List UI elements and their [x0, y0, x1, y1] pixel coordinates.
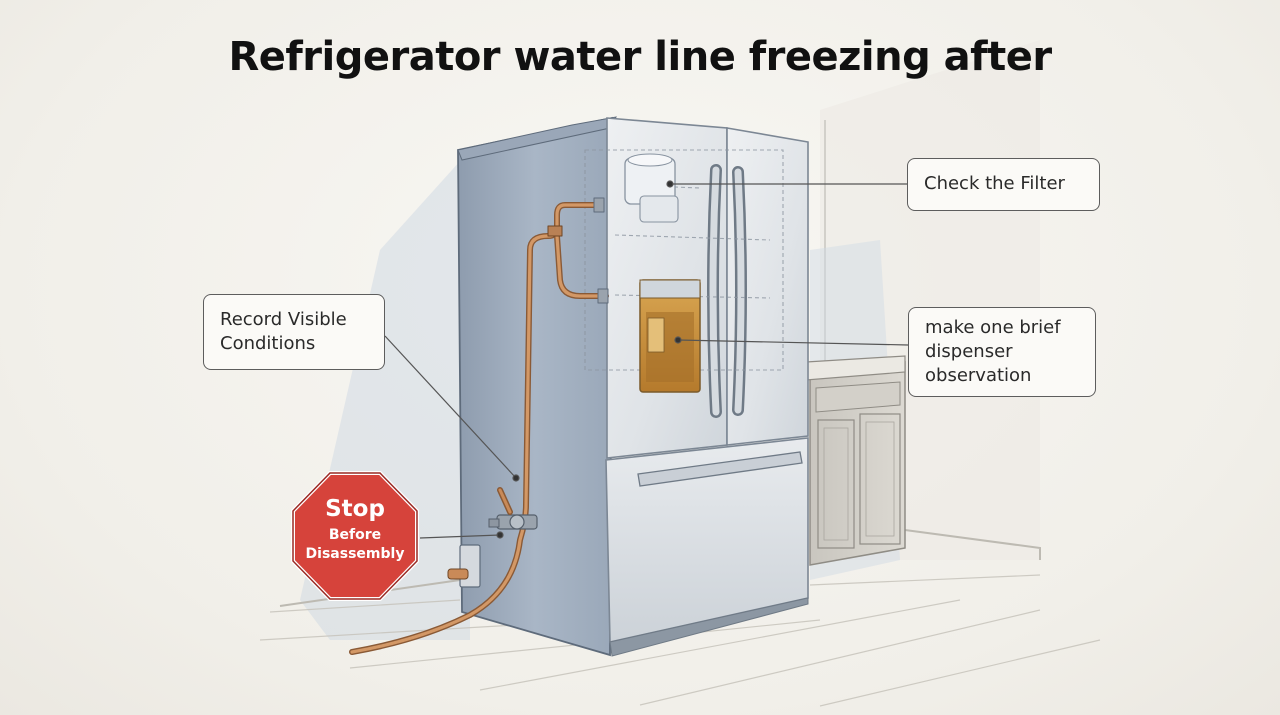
- wall-outlet-box: [447, 544, 481, 588]
- stop-sign: [291, 471, 419, 601]
- filter-housing: [624, 153, 679, 223]
- fridge-side-panel: [457, 116, 617, 657]
- callout-text-line: Record Visible: [220, 309, 347, 330]
- stop-sign-subtitle: Before: [328, 527, 382, 543]
- stop-sign-title: Stop: [325, 496, 385, 522]
- shutoff-valve: [488, 487, 538, 530]
- callout-text-line: Conditions: [220, 333, 316, 354]
- callout-text-line: Check the Filter: [924, 173, 1065, 194]
- callout-text-line: observation: [925, 365, 1032, 386]
- callout-check-filter: Check the Filter: [907, 158, 1100, 211]
- water-dispenser: [639, 279, 701, 393]
- callout-dispenser-observation: make one brief dispenser observation: [908, 307, 1096, 397]
- side-cabinet: [805, 355, 906, 566]
- callout-text-line: dispenser: [925, 341, 1013, 362]
- callout-record-conditions: Record Visible Conditions: [203, 294, 385, 370]
- callout-leaders: [384, 180, 909, 539]
- callout-text-line: make one brief: [925, 317, 1061, 338]
- copper-water-line: [349, 197, 609, 655]
- stop-sign-subtitle: Disassembly: [305, 546, 405, 562]
- door-handles: [707, 164, 747, 418]
- page-title: Refrigerator water line freezing after: [228, 34, 1052, 80]
